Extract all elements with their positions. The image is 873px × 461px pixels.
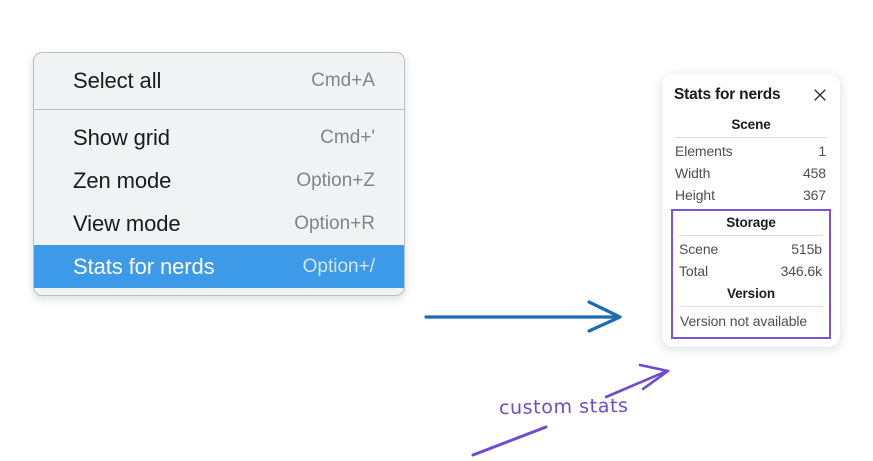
close-icon[interactable] <box>812 87 828 103</box>
version-value: Version not available <box>680 313 808 329</box>
menu-item-select-all[interactable]: Select all Cmd+A <box>34 59 404 102</box>
stat-label: Width <box>675 165 711 181</box>
menu-item-shortcut: Option+Z <box>296 169 375 191</box>
note-underline-stroke <box>471 425 548 457</box>
stat-row: Height 367 <box>673 184 829 206</box>
stat-label: Total <box>679 263 709 279</box>
version-stats-group: Version Version not available <box>677 282 825 332</box>
menu-item-label: Select all <box>73 67 162 93</box>
stat-value: 346.6k <box>780 263 823 279</box>
storage-stats-group: Storage Scene 515b Total 346.6k <box>677 211 825 282</box>
menu-section-2: Show grid Cmd+' Zen mode Option+Z View m… <box>34 109 404 295</box>
stat-value: 367 <box>802 187 826 203</box>
menu-item-shortcut: Cmd+A <box>311 69 375 91</box>
storage-heading: Storage <box>726 215 776 230</box>
menu-section-1: Select all Cmd+A <box>34 53 404 109</box>
stat-value: 515b <box>791 241 822 257</box>
stat-value: 1 <box>818 143 826 159</box>
stat-value: 458 <box>802 165 826 181</box>
menu-item-label: View mode <box>73 210 181 236</box>
menu-item-show-grid[interactable]: Show grid Cmd+' <box>34 116 404 159</box>
version-heading: Version <box>726 286 776 301</box>
custom-stats-highlight-box: Storage Scene 515b Total 346.6k Version … <box>671 209 831 339</box>
menu-item-shortcut: Option+R <box>294 212 375 234</box>
divider <box>679 306 823 307</box>
menu-item-view-mode[interactable]: View mode Option+R <box>34 202 404 245</box>
stat-row: Scene 515b <box>677 238 825 260</box>
flow-arrow-icon <box>424 300 622 333</box>
scene-stats-group: Scene Elements 1 Width 458 Height 367 <box>673 113 829 206</box>
divider <box>675 137 827 138</box>
stat-label: Scene <box>679 241 719 257</box>
scene-heading: Scene <box>731 117 771 132</box>
stat-row: Width 458 <box>673 162 829 184</box>
handwritten-note: custom stats <box>498 394 629 420</box>
stat-row: Elements 1 <box>673 140 829 162</box>
menu-item-label: Stats for nerds <box>73 253 215 279</box>
menu-item-zen-mode[interactable]: Zen mode Option+Z <box>34 159 404 202</box>
stat-label: Elements <box>675 143 733 159</box>
stats-for-nerds-panel: Stats for nerds Scene Elements 1 Width 4… <box>662 74 840 347</box>
panel-title: Stats for nerds <box>674 86 781 103</box>
menu-item-shortcut: Option+/ <box>302 255 375 277</box>
custom-stats-pointer-icon <box>604 363 670 399</box>
panel-header: Stats for nerds <box>673 84 829 113</box>
stat-row: Total 346.6k <box>677 260 825 282</box>
stat-label: Height <box>675 187 715 203</box>
menu-item-shortcut: Cmd+' <box>320 126 375 148</box>
menu-item-label: Zen mode <box>73 167 172 193</box>
menu-item-stats-for-nerds[interactable]: Stats for nerds Option+/ <box>34 245 404 288</box>
divider <box>679 235 823 236</box>
menu-item-label: Show grid <box>73 124 170 150</box>
context-menu[interactable]: Select all Cmd+A Show grid Cmd+' Zen mod… <box>33 52 405 296</box>
